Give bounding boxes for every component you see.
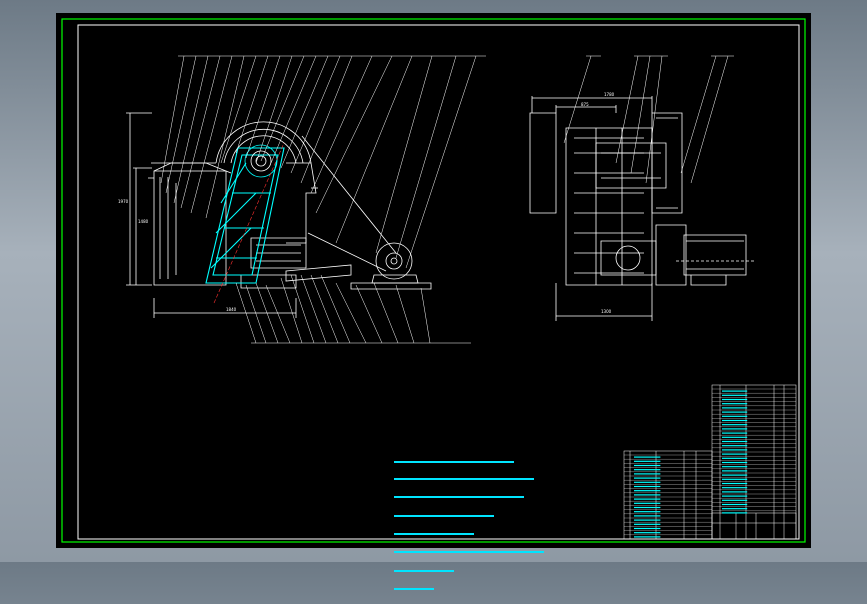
parts-list-entry [722,419,748,422]
inner-frame [77,24,800,540]
parts-list-entry [634,506,661,509]
parts-list-rows [624,388,796,535]
svg-text:875: 875 [581,102,589,107]
parts-list-entry [722,432,748,434]
parts-list-entry [634,532,661,534]
parts-list-entry [722,428,748,430]
parts-list-entry [634,473,661,475]
parts-list-entry [722,487,748,489]
parts-list-entry [722,411,748,413]
parts-list-entry [634,515,661,517]
technical-notes [394,450,544,604]
centerline [213,142,285,304]
cad-drawing-viewport[interactable]: 1970 1480 1840 [56,13,811,591]
side-view: 1780 875 1300 [529,92,756,321]
jaw-crusher-assembly-drawing: 1970 1480 1840 [61,18,806,543]
parts-list-entry [722,457,748,459]
parts-list-lower [623,450,797,540]
leaders-side-top [563,55,734,184]
parts-list-entry [634,523,661,525]
eccentric-shaft [244,144,278,178]
parts-list-entry [722,403,748,405]
parts-list-entry [634,494,661,496]
parts-list-entry [634,490,661,492]
parts-list-entry [722,407,748,409]
front-view: 1970 1480 1840 [118,112,432,318]
parts-list-entry [722,461,748,464]
parts-list-entry [634,511,661,513]
parts-list-entry [634,460,661,462]
parts-list-entry [722,390,748,392]
parts-list-entry [722,466,748,468]
parts-list-entry [634,469,661,471]
leaders-front-bottom [235,274,471,344]
parts-list-entry [722,453,748,455]
svg-text:1970: 1970 [118,199,129,204]
parts-list-entry [634,519,661,521]
parts-list-entry [634,536,661,538]
parts-list-entry [722,449,748,451]
parts-list-entry [634,481,661,483]
parts-list-entry [722,424,748,426]
outer-frame [61,18,806,543]
parts-list-entry [722,503,748,506]
parts-list-entries [634,390,748,538]
svg-text:1780: 1780 [604,92,615,97]
parts-list-entry [722,440,748,443]
svg-text:1480: 1480 [138,219,149,224]
leaders-front-top [160,55,486,269]
parts-list-entry [722,445,748,447]
parts-list-entry [722,398,748,401]
parts-list-entry [722,499,748,501]
parts-list-entry [634,527,661,530]
parts-list-entry [722,436,748,438]
parts-list-entry [722,512,748,514]
parts-list-entry [722,394,748,396]
parts-list-entry [634,464,661,467]
parts-list-entry [722,491,748,493]
parts-list-entry [722,415,748,417]
parts-list-entry [634,456,661,458]
parts-list-entry [722,470,748,472]
svg-text:1300: 1300 [601,309,612,314]
parts-list-entry [634,477,661,479]
parts-list-entry [634,498,661,500]
parts-list-entry [634,502,661,504]
parts-list-entry [722,474,748,476]
parts-list-entry [722,508,748,510]
parts-list-entry [722,478,748,480]
parts-list-entry [634,485,661,488]
parts-list-entry [722,482,748,485]
svg-text:1840: 1840 [226,307,237,312]
parts-list-entry [722,495,748,497]
